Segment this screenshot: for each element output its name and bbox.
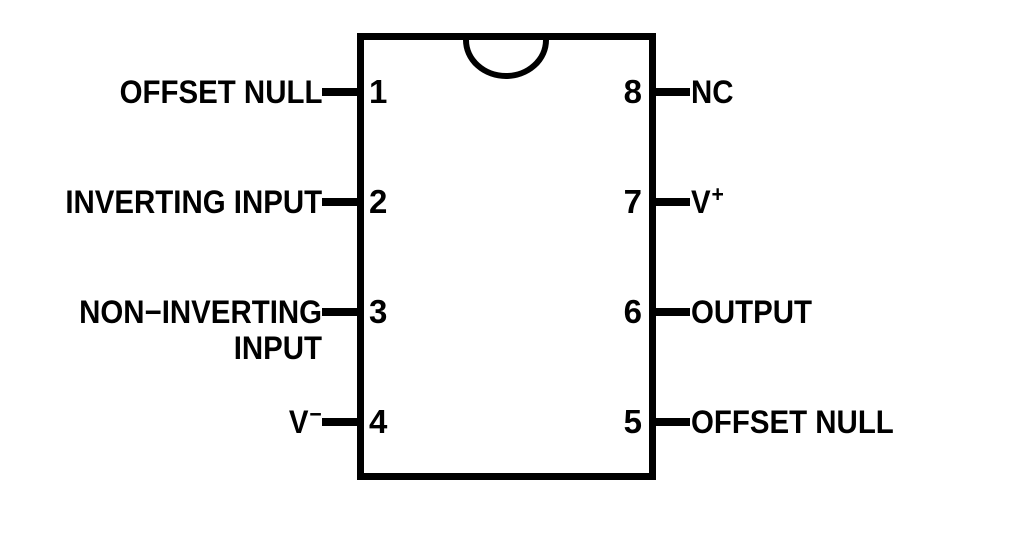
pin-2-number: 2 bbox=[369, 183, 388, 220]
ic-body bbox=[357, 33, 656, 480]
pin-7-label-text: V bbox=[691, 184, 711, 220]
pin-8-label-text: NC bbox=[691, 74, 734, 110]
pin-3-label: NON−INVERTING INPUT bbox=[79, 294, 322, 366]
pin-2-label-text: INVERTING INPUT bbox=[65, 184, 322, 220]
pin-6-number: 6 bbox=[623, 293, 642, 330]
pin1-orientation-notch-icon bbox=[463, 39, 549, 79]
pin-4-label: V− bbox=[289, 401, 322, 443]
pin-5-label: OFFSET NULL bbox=[691, 404, 894, 440]
pin-5-label-text: OFFSET NULL bbox=[691, 404, 894, 440]
pin-4-label-text: V bbox=[289, 404, 309, 440]
pin-7-label-superscript: + bbox=[711, 181, 724, 207]
pin-8-number: 8 bbox=[623, 73, 642, 110]
pin-4-label-superscript: − bbox=[309, 401, 322, 427]
pin-8-label: NC bbox=[691, 74, 734, 110]
pin-3-label-line2: INPUT bbox=[233, 330, 322, 366]
pin-6-label: OUTPUT bbox=[691, 294, 812, 330]
pin-6-label-text: OUTPUT bbox=[691, 294, 813, 330]
pin-7-label: V+ bbox=[691, 181, 724, 223]
pin-1-number: 1 bbox=[369, 73, 388, 110]
pin-1-label: OFFSET NULL bbox=[119, 74, 322, 110]
pin-1-label-text: OFFSET NULL bbox=[119, 74, 322, 110]
pin-3-label-line1: NON−INVERTING bbox=[79, 294, 322, 330]
pin-3-number: 3 bbox=[369, 293, 388, 330]
pin-4-number: 4 bbox=[369, 403, 388, 440]
pin-5-number: 5 bbox=[623, 403, 642, 440]
pin-7-number: 7 bbox=[623, 183, 642, 220]
pin-2-label: INVERTING INPUT bbox=[65, 184, 322, 220]
